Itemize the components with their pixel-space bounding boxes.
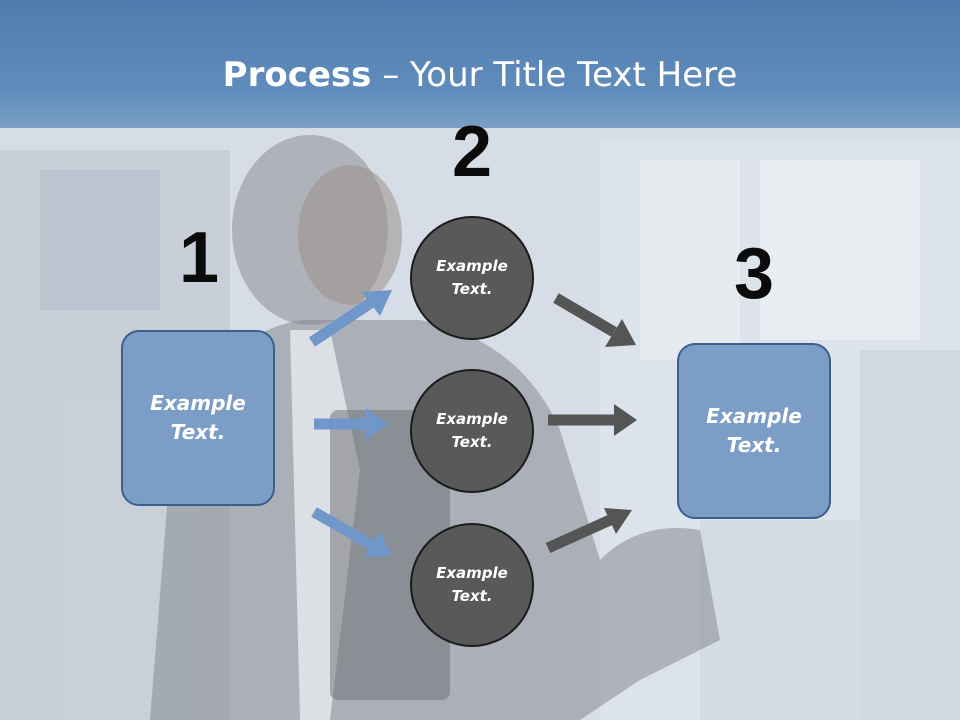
arrow-left-to-top — [308, 297, 376, 347]
left-box-text: Example Text. — [150, 391, 246, 444]
circle-top[interactable]: Example Text. — [410, 216, 534, 340]
circle-bottom[interactable]: Example Text. — [410, 523, 534, 647]
title-bar — [0, 0, 960, 128]
title-strong: Process — [222, 55, 372, 95]
title-rest: Your Title Text Here — [410, 55, 738, 95]
circle-middle[interactable]: Example Text. — [410, 369, 534, 493]
arrow-top-to-right-head — [605, 319, 636, 347]
arrow-top-to-right — [553, 293, 617, 337]
left-box[interactable]: Example Text. — [121, 330, 275, 506]
circle-middle-text: Example Text. — [436, 410, 508, 451]
arrow-left-to-middle-head — [366, 408, 388, 440]
arrow-bottom-to-right-head — [604, 508, 632, 534]
arrow-bottom-to-right — [545, 514, 613, 554]
right-box-text: Example Text. — [706, 404, 802, 457]
circle-top-text: Example Text. — [436, 257, 508, 298]
arrow-left-to-bottom-head — [364, 532, 392, 558]
step-number-3: 3 — [733, 234, 775, 314]
arrow-left-to-bottom — [311, 507, 375, 550]
step-number-1: 1 — [178, 218, 220, 298]
right-box[interactable]: Example Text. — [677, 343, 831, 519]
title-dash: – — [371, 55, 411, 95]
step-number-2: 2 — [451, 112, 493, 192]
arrow-left-to-top-head — [362, 290, 392, 316]
slide-title: Process – Your Title Text Here — [0, 52, 960, 98]
arrow-middle-to-right-head — [614, 404, 637, 436]
circle-bottom-text: Example Text. — [436, 564, 508, 605]
